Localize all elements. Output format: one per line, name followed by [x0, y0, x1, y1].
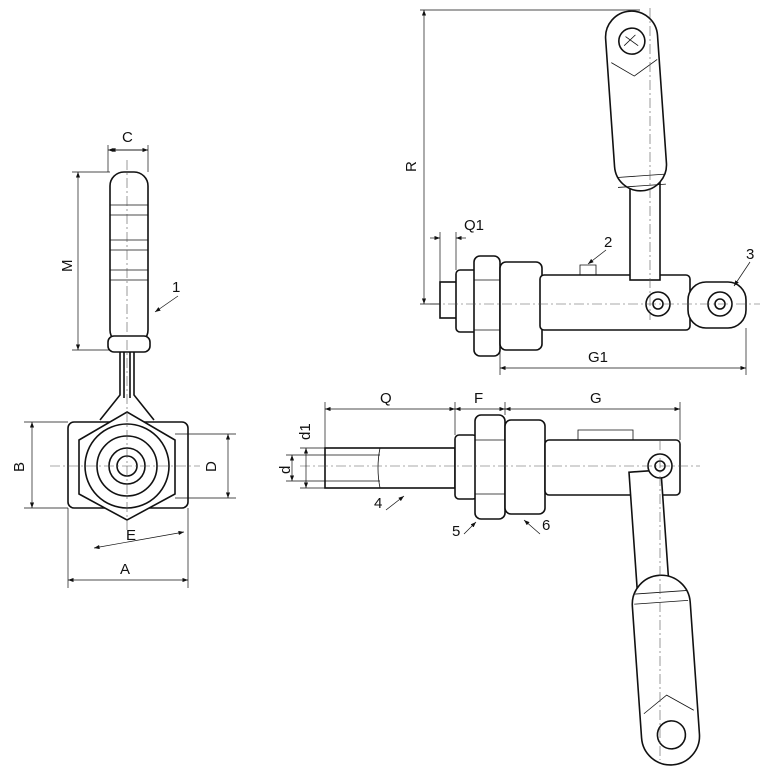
handle-grip	[109, 171, 149, 345]
side-view: Q F G d1 d 4 5 6	[277, 390, 701, 766]
dim-d1: d1	[297, 423, 314, 440]
handle-collar	[107, 335, 151, 353]
dim-A: A	[120, 561, 130, 578]
dim-D: D	[203, 461, 220, 472]
dim-M: M	[59, 260, 76, 273]
part-2: 2	[604, 234, 612, 251]
dim-d: d	[277, 466, 294, 474]
part-3: 3	[746, 246, 754, 263]
handle-grip	[631, 574, 701, 766]
part-4: 4	[374, 495, 382, 512]
dim-Q: Q	[380, 390, 392, 407]
dim-Q1: Q1	[464, 217, 484, 234]
top-view: R Q1 G1 2 3	[403, 8, 760, 375]
hex-nut	[473, 255, 501, 357]
shaft	[324, 447, 456, 489]
dim-C: C	[122, 129, 133, 146]
hex-nut	[474, 414, 506, 520]
part-5: 5	[452, 523, 460, 540]
part-6: 6	[542, 517, 550, 534]
dim-E: E	[126, 527, 136, 544]
dim-G1: G1	[588, 349, 608, 366]
end-view: C M B D E A 1	[11, 129, 236, 588]
part-1: 1	[172, 279, 180, 296]
dim-B: B	[11, 462, 28, 472]
dim-G: G	[590, 390, 602, 407]
dim-R: R	[403, 161, 420, 172]
handle-grip	[604, 10, 668, 192]
dim-F: F	[474, 390, 483, 407]
